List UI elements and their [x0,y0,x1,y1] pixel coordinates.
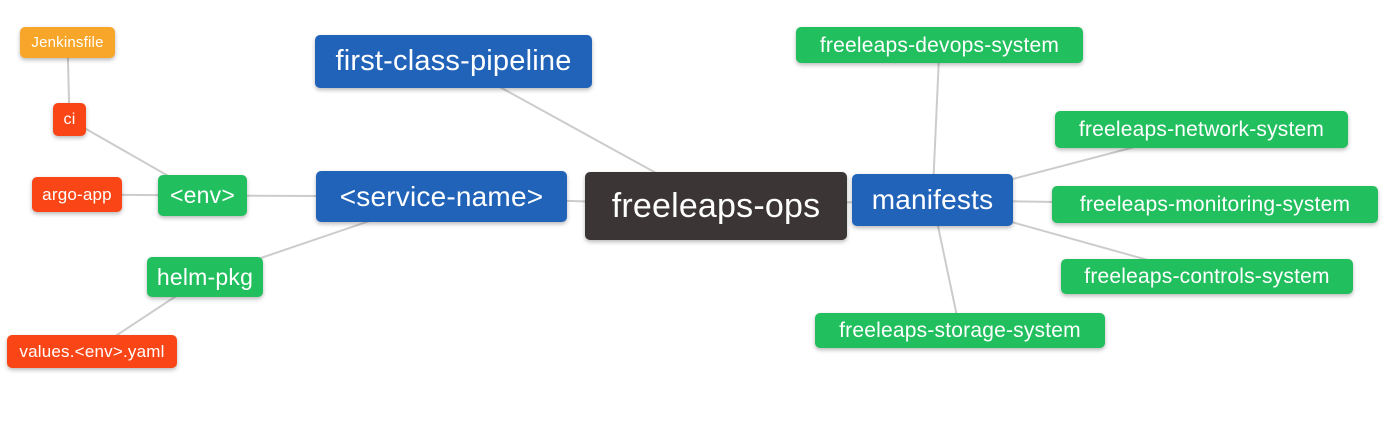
node-env[interactable]: <env> [158,175,247,216]
node-values-env-yaml[interactable]: values.<env>.yaml [7,335,177,368]
node-first-class-pipeline[interactable]: first-class-pipeline [315,35,592,88]
node-freeleaps-network-system[interactable]: freeleaps-network-system [1055,111,1348,148]
node-freeleaps-ops[interactable]: freeleaps-ops [585,172,847,240]
node-freeleaps-devops-system[interactable]: freeleaps-devops-system [796,27,1083,63]
node-helm-pkg[interactable]: helm-pkg [147,257,263,297]
node-freeleaps-controls-system[interactable]: freeleaps-controls-system [1061,259,1353,294]
node-argo-app[interactable]: argo-app [32,177,122,212]
node-ci[interactable]: ci [53,103,86,136]
node-freeleaps-storage-system[interactable]: freeleaps-storage-system [815,313,1105,348]
node-freeleaps-monitoring-system[interactable]: freeleaps-monitoring-system [1052,186,1378,223]
node-service-name[interactable]: <service-name> [316,171,567,222]
node-manifests[interactable]: manifests [852,174,1013,226]
node-jenkinsfile[interactable]: Jenkinsfile [20,27,115,58]
